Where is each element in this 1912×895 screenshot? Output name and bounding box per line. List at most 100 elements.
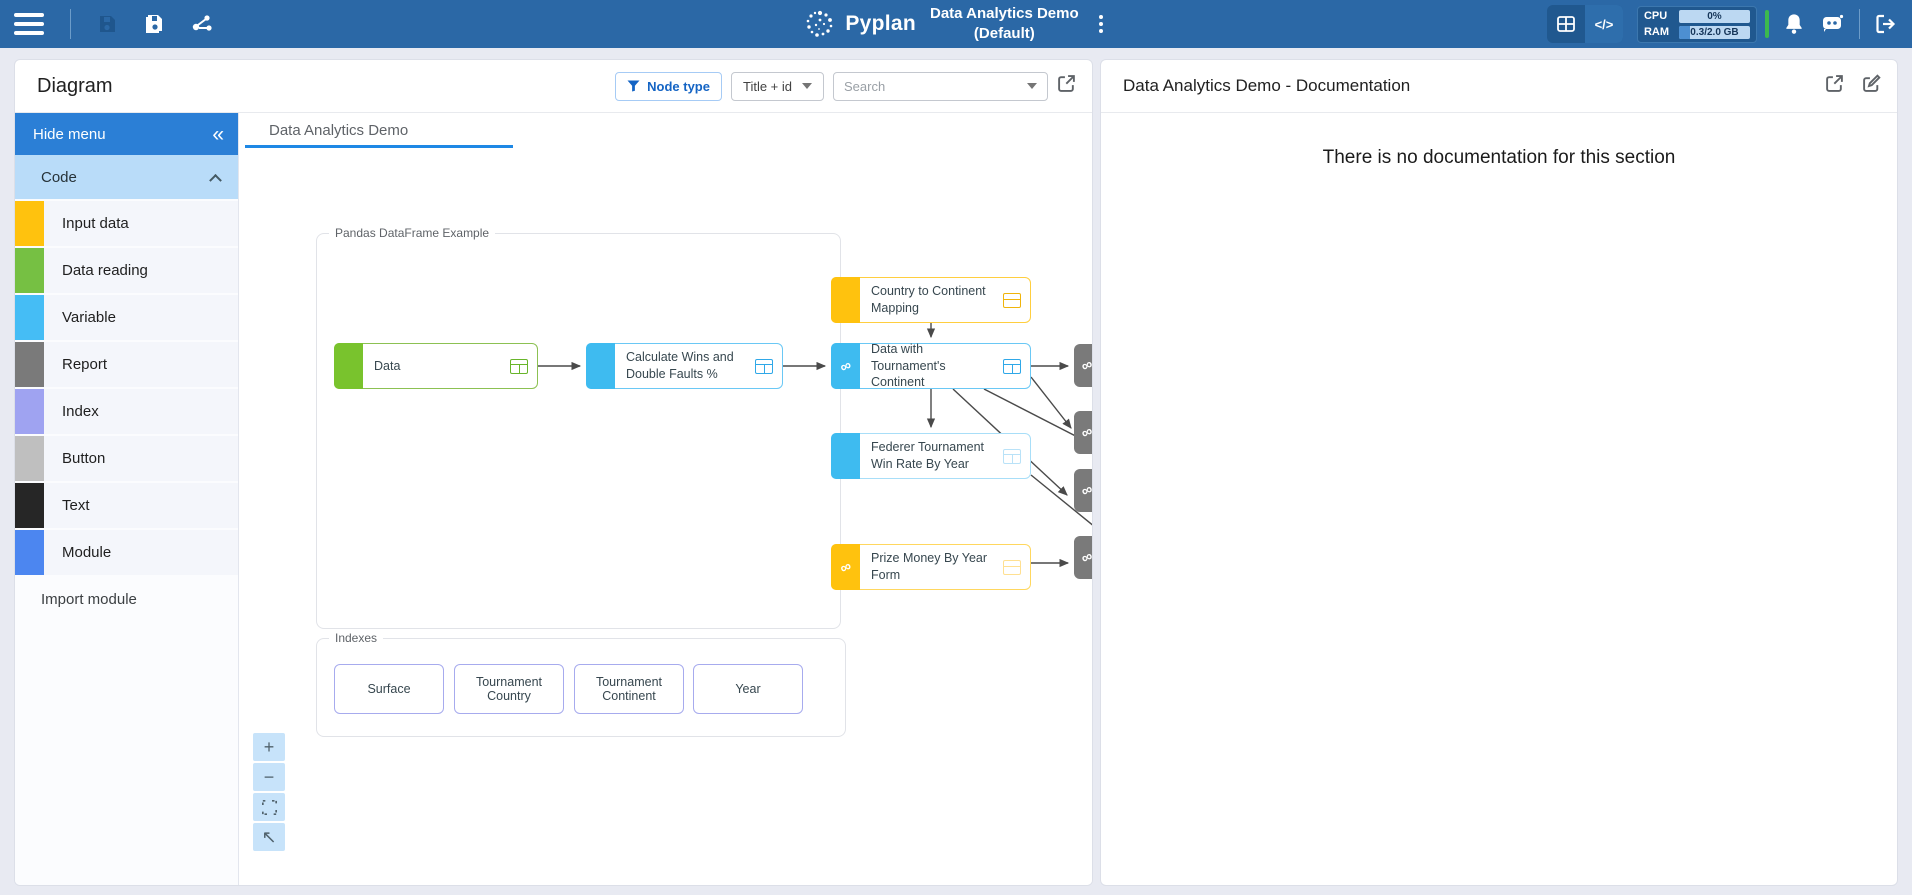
resource-monitor: CPU 0% RAM 0.3/2.0 GB: [1636, 5, 1757, 43]
palette-items: Input data Data reading Variable: [15, 201, 238, 577]
index-node[interactable]: Surface: [334, 664, 444, 714]
notifications-bell-icon[interactable]: [1783, 12, 1805, 36]
engine-status-indicator: [1764, 10, 1769, 38]
grid-view-icon[interactable]: [1547, 5, 1585, 43]
documentation-panel-header: Data Analytics Demo - Documentation: [1101, 60, 1897, 113]
display-mode-select[interactable]: Title + id: [730, 71, 824, 101]
documentation-title: Data Analytics Demo - Documentation: [1123, 76, 1411, 95]
edit-docs-icon[interactable]: [1862, 74, 1881, 98]
collapse-chevrons-icon: «: [212, 122, 224, 146]
index-node-label: Surface: [367, 682, 411, 696]
empty-documentation-message: There is no documentation for this secti…: [1322, 147, 1676, 168]
logout-icon[interactable]: [1874, 13, 1898, 35]
zoom-in-button[interactable]: +: [253, 733, 285, 761]
diagram-node[interactable]: ∞ Prize Money By Year Form: [831, 544, 1031, 590]
menu-icon[interactable]: [14, 8, 44, 40]
node-color-bar: ∞: [831, 343, 860, 389]
node-type-filter-button[interactable]: Node type: [615, 71, 722, 101]
index-node-label: Tournament Country: [475, 675, 542, 703]
group-label: Pandas DataFrame Example: [329, 226, 496, 240]
diagram-group-box: Indexes: [316, 631, 846, 737]
node-color-bar: ∞: [831, 277, 860, 323]
assistant-bot-icon[interactable]: [1819, 12, 1845, 36]
cpu-bar: 0%: [1678, 9, 1750, 23]
search-dropdown-icon[interactable]: [1027, 83, 1037, 89]
palette-item[interactable]: Module: [15, 530, 238, 575]
open-docs-external-icon[interactable]: [1825, 74, 1844, 98]
ram-bar: 0.3/2.0 GB: [1678, 25, 1750, 39]
palette-item[interactable]: Variable: [15, 295, 238, 340]
palette-item[interactable]: Text: [15, 483, 238, 528]
fit-view-button[interactable]: [253, 793, 285, 821]
node-type-icon: [1003, 448, 1021, 464]
title-menu-icon[interactable]: [1093, 11, 1109, 37]
index-node[interactable]: Year: [693, 664, 803, 714]
alias-node-stub[interactable]: ∞: [1074, 411, 1092, 454]
index-node-label: Year: [735, 682, 761, 696]
save-all-icon[interactable]: [143, 13, 165, 35]
search-box: [833, 71, 1048, 101]
diagram-node[interactable]: ∞ Data: [334, 343, 538, 389]
topbar-divider: [70, 9, 71, 39]
diagram-node[interactable]: ∞ Federer Tournament Win Rate By Year: [831, 433, 1031, 479]
sidebar-section-code[interactable]: Code: [15, 155, 238, 199]
palette-item[interactable]: Button: [15, 436, 238, 481]
index-node-label: Tournament Continent: [595, 675, 662, 703]
import-module-button[interactable]: Import module: [41, 590, 137, 608]
open-diagram-external-icon[interactable]: [1057, 74, 1076, 98]
node-type-icon: [510, 358, 528, 374]
link-icon: ∞: [1078, 547, 1092, 568]
hide-menu-button[interactable]: Hide menu «: [15, 113, 238, 155]
breadcrumb[interactable]: Data Analytics Demo: [269, 122, 409, 139]
breadcrumb-active-underline: [245, 145, 513, 148]
diagram-panel-header: Diagram Node type Title + id: [15, 60, 1092, 113]
node-label: Calculate Wins and Double Faults %: [626, 350, 734, 381]
node-label: Prize Money By Year Form: [871, 551, 988, 582]
palette-item[interactable]: Data reading: [15, 248, 238, 293]
node-label: Country to Continent Mapping: [871, 284, 986, 315]
documentation-body: There is no documentation for this secti…: [1101, 113, 1897, 885]
diagram-node[interactable]: ∞ Country to Continent Mapping: [831, 277, 1031, 323]
save-icon[interactable]: [97, 14, 117, 34]
node-label: Federer Tournament Win Rate By Year: [871, 440, 985, 471]
node-type-icon: [1003, 358, 1021, 374]
node-type-icon: [1003, 559, 1021, 575]
node-type-color-swatch: [15, 389, 44, 434]
palette-item[interactable]: Input data: [15, 201, 238, 246]
node-color-bar: ∞: [831, 544, 860, 590]
alias-node-stub[interactable]: ∞: [1074, 469, 1092, 512]
reset-view-button[interactable]: ↖: [253, 823, 285, 851]
pyplan-brand: Pyplan: [803, 7, 916, 41]
brand-name: Pyplan: [845, 12, 916, 35]
diagram-group-box: Pandas DataFrame Example: [316, 226, 841, 629]
node-type-icon: [1003, 292, 1021, 308]
alias-node-stub[interactable]: ∞: [1074, 536, 1092, 579]
node-color-bar: ∞: [334, 343, 363, 389]
zoom-controls: + − ↖: [253, 733, 285, 851]
ram-label: RAM: [1643, 26, 1670, 38]
palette-item[interactable]: Index: [15, 389, 238, 434]
topbar-divider-right: [1858, 9, 1860, 39]
diagram-panel-title: Diagram: [37, 74, 113, 97]
diagram-node[interactable]: ∞ Calculate Wins and Double Faults %: [586, 343, 783, 389]
alias-node-stub[interactable]: ∞: [1074, 344, 1092, 387]
index-node[interactable]: Tournament Country: [454, 664, 564, 714]
view-mode-toggle: </>: [1546, 5, 1623, 43]
index-node[interactable]: Tournament Continent: [574, 664, 684, 714]
cpu-label: CPU: [1643, 10, 1668, 22]
ram-value: 0.3/2.0 GB: [1690, 26, 1739, 38]
search-input[interactable]: [844, 78, 1021, 94]
link-icon: ∞: [1078, 422, 1092, 443]
topbar: Pyplan Data Analytics Demo (Default) </>…: [0, 0, 1912, 48]
zoom-out-button[interactable]: −: [253, 763, 285, 791]
code-view-icon[interactable]: </>: [1584, 5, 1623, 43]
diagram-node[interactable]: ∞ Data with Tournament's Continent: [831, 342, 1031, 389]
model-share-icon[interactable]: [191, 13, 215, 35]
chevron-up-icon: [209, 173, 222, 187]
diagram-canvas[interactable]: Data Analytics Demo Pandas DataFrame Exa…: [239, 113, 1092, 885]
node-type-color-swatch: [15, 201, 44, 246]
node-type-color-swatch: [15, 295, 44, 340]
cpu-value: 0%: [1707, 10, 1722, 22]
node-type-color-swatch: [15, 248, 44, 293]
palette-item[interactable]: Report: [15, 342, 238, 387]
